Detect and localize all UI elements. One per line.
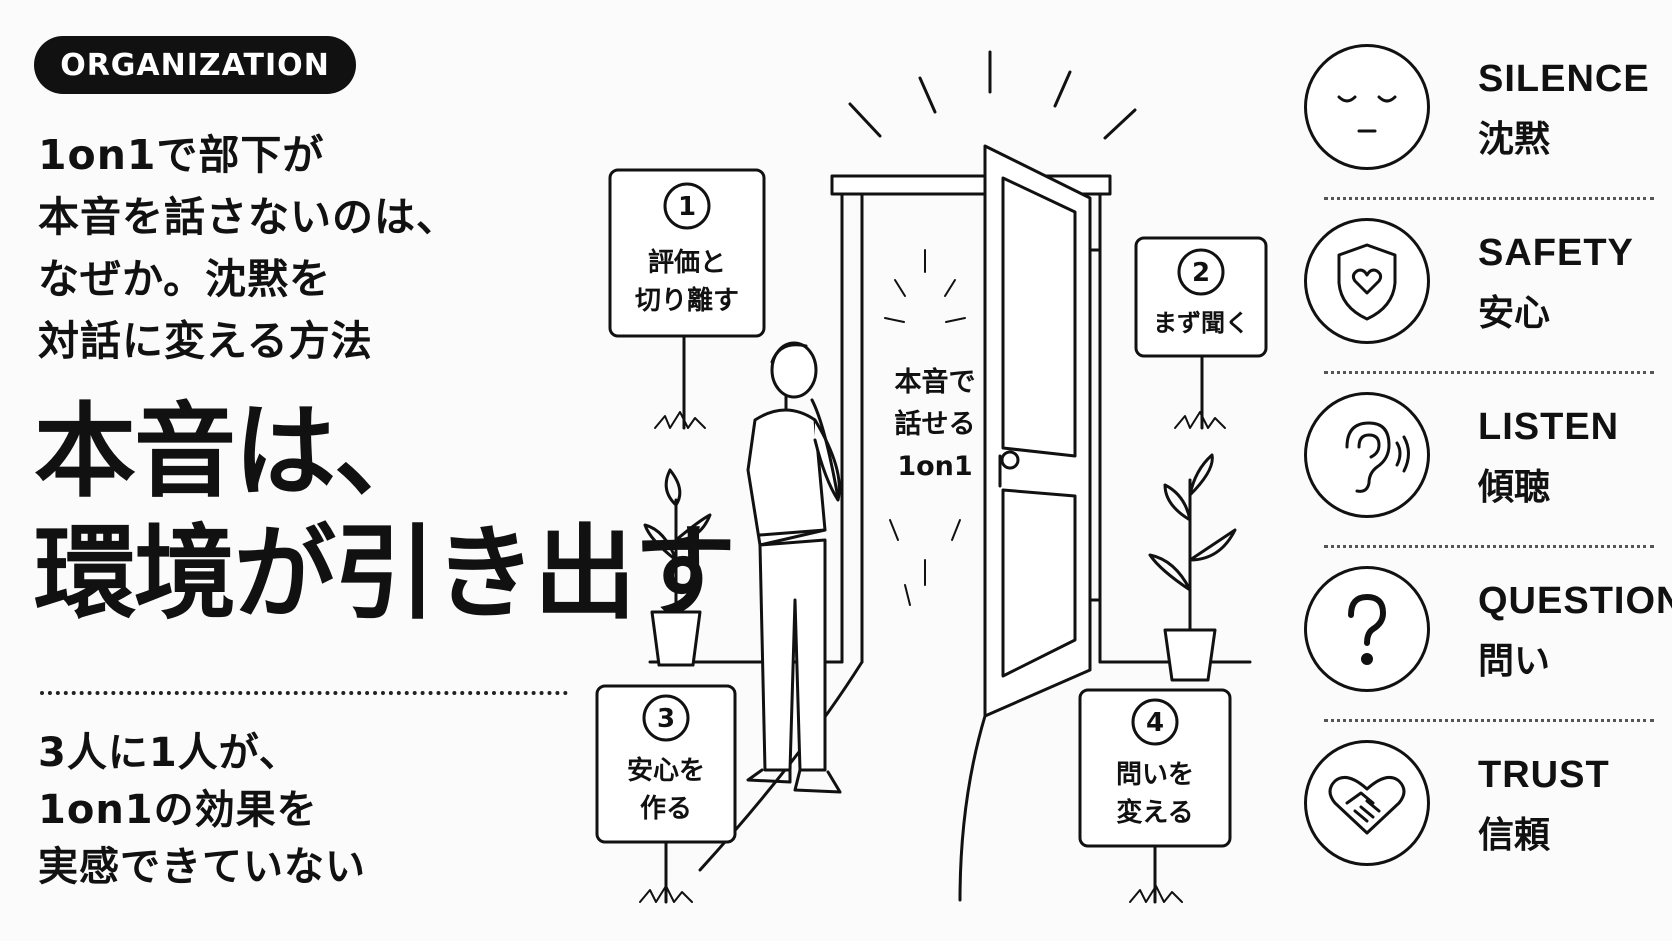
keyword-icon-list: SILENCE 沈黙 SAFETY 安心 LISTEN 傾聴	[1300, 40, 1672, 920]
sign-board-1	[608, 168, 766, 338]
title-line: 1on1で部下が	[38, 131, 325, 179]
sign-number-2: 2	[1192, 258, 1210, 288]
sign-board-3	[595, 684, 737, 844]
door-label: 本音で 話せる 1on1	[870, 362, 1000, 488]
keyword-en: LISTEN	[1478, 406, 1620, 448]
stat-line: 1on1の効果を	[38, 787, 318, 833]
sign-label-4: 問いを 変える	[1080, 756, 1230, 832]
keyword-en: SILENCE	[1478, 58, 1650, 100]
stat-line: 3人に1人が、	[38, 730, 300, 776]
keyword-ja: 傾聴	[1478, 467, 1551, 508]
sign-1-line: 切り離す	[634, 286, 739, 316]
sign-number-1: 1	[678, 192, 696, 222]
keyword-question: QUESTION 問い	[1300, 566, 1672, 716]
shield-heart-icon	[1304, 218, 1430, 344]
sign-board-2	[1134, 236, 1268, 358]
sign-4-line: 問いを	[1115, 760, 1194, 790]
icon-separator	[1324, 197, 1654, 200]
headline: 本音は、 環境が引き出す	[34, 392, 736, 636]
icon-separator	[1324, 719, 1654, 722]
headline-line: 環境が引き出す	[34, 515, 736, 634]
stat-line: 実感できていない	[38, 844, 366, 890]
sign-2-line: まず聞く	[1153, 309, 1249, 337]
keyword-listen: LISTEN 傾聴	[1300, 392, 1672, 542]
door-illustration: 1 2 3 4	[595, 50, 1268, 904]
keyword-silence: SILENCE 沈黙	[1300, 44, 1672, 194]
keyword-ja: 沈黙	[1478, 119, 1551, 160]
sign-number-4: 4	[1146, 708, 1164, 738]
icon-separator	[1324, 545, 1654, 548]
keyword-en: QUESTION	[1478, 580, 1672, 622]
headline-line: 本音は、	[34, 393, 436, 512]
sign-4-line: 変える	[1116, 798, 1194, 828]
keyword-ja: 信頼	[1478, 815, 1551, 856]
sign-1-line: 評価と	[647, 248, 726, 278]
category-tag: ORGANIZATION	[34, 36, 356, 94]
title-line: なぜか。沈黙を	[38, 255, 332, 303]
door-label-line: 1on1	[897, 451, 973, 482]
statistic-text: 3人に1人が、 1on1の効果を 実感できていない	[38, 725, 558, 896]
keyword-trust: TRUST 信頼	[1300, 740, 1672, 890]
sign-label-3: 安心を 作る	[597, 752, 735, 828]
keyword-safety: SAFETY 安心	[1300, 218, 1672, 368]
sign-3-line: 作る	[639, 794, 692, 824]
sign-3-line: 安心を	[626, 756, 705, 786]
dotted-divider	[40, 691, 568, 695]
title-line: 対話に変える方法	[38, 317, 373, 365]
question-mark-icon	[1304, 566, 1430, 692]
sign-number-3: 3	[657, 704, 675, 734]
keyword-en: TRUST	[1478, 754, 1610, 796]
sleeping-face-icon	[1304, 44, 1430, 170]
keyword-ja: 安心	[1478, 293, 1551, 334]
sign-label-1: 評価と 切り離す	[610, 244, 764, 320]
door-label-line: 本音で	[894, 367, 976, 398]
title-line: 本音を話さないのは、	[38, 193, 458, 241]
handshake-heart-icon	[1304, 740, 1430, 866]
keyword-en: SAFETY	[1478, 232, 1634, 274]
sign-board-4	[1078, 688, 1232, 848]
door-label-line: 話せる	[894, 409, 976, 440]
ear-icon	[1304, 392, 1430, 518]
keyword-ja: 問い	[1478, 641, 1551, 682]
page-title: 1on1で部下が 本音を話さないのは、 なぜか。沈黙を 対話に変える方法	[38, 124, 558, 372]
sign-label-2: まず聞く	[1136, 304, 1266, 342]
icon-separator	[1324, 371, 1654, 374]
